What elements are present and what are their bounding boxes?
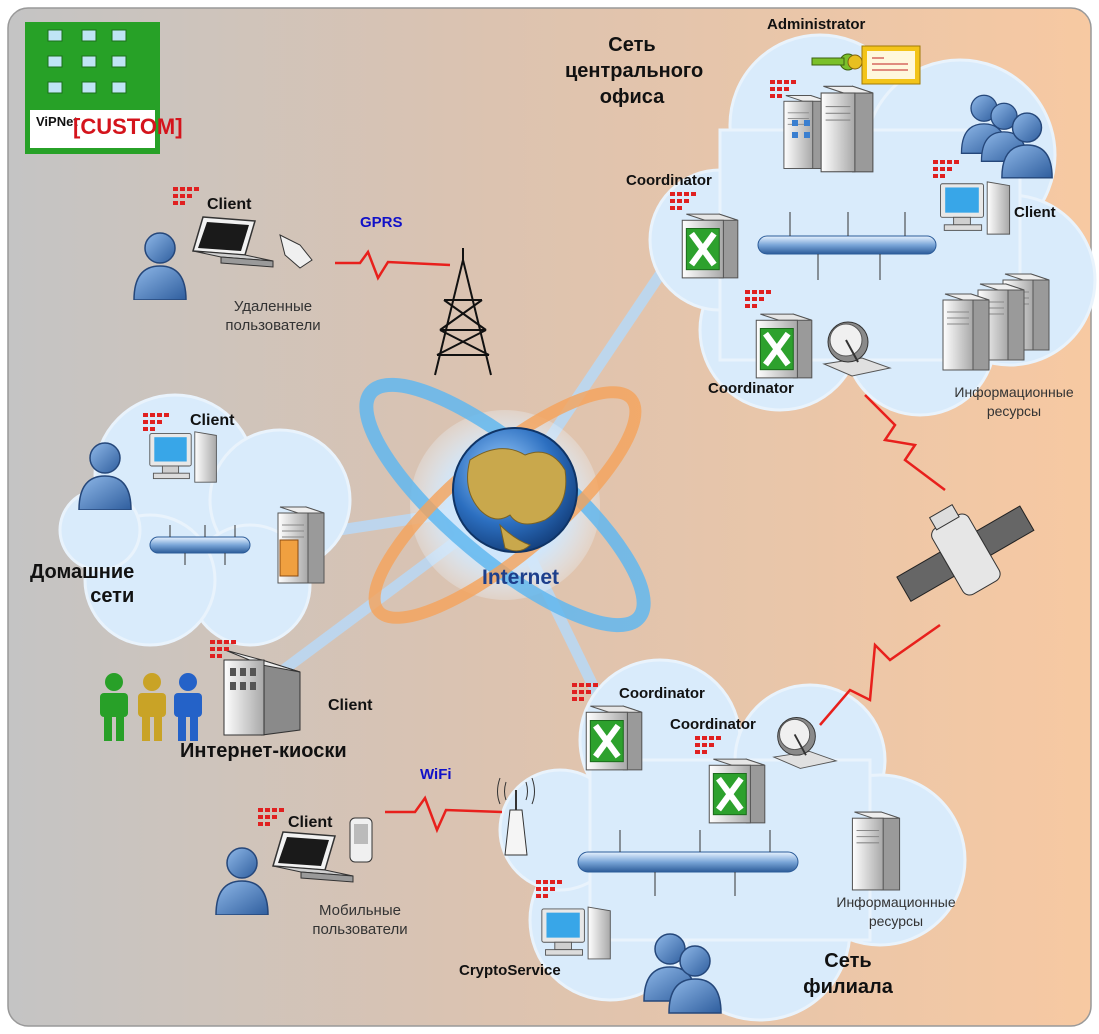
- firewall-icon: [279, 539, 299, 577]
- gprs-label: GPRS: [360, 214, 403, 231]
- home-pc-icon: [149, 431, 217, 483]
- logo-brand-text: ViPNet: [36, 114, 78, 129]
- central-client-pc-icon: [940, 181, 1011, 235]
- home-client-label: Client: [190, 412, 235, 429]
- coordinator-icon: [682, 214, 738, 278]
- central-bus-taps: [789, 212, 906, 280]
- coordinator-icon: [709, 759, 765, 823]
- coordinator-icon: [586, 706, 642, 770]
- central-client-label: Client: [1014, 204, 1056, 221]
- satellite-icon: [896, 504, 1035, 602]
- central-coordinator-bottom-label: Coordinator: [708, 380, 794, 397]
- branch-coordinator-1-label: Coordinator: [619, 685, 705, 702]
- server-panel: [792, 120, 810, 138]
- central-bus-icon: [757, 235, 937, 255]
- wifi-label: WiFi: [420, 766, 452, 783]
- internet-label: Internet: [482, 566, 560, 589]
- branch-bus-icon: [577, 851, 799, 873]
- remote-client-label: Client: [207, 196, 252, 213]
- kiosk-client-label: Client: [328, 697, 373, 714]
- gprs-tower-icon: [434, 248, 492, 376]
- branch-bus-taps: [619, 830, 771, 896]
- home-bus-icon: [149, 536, 251, 554]
- logo-product-text: [CUSTOM]: [73, 114, 183, 139]
- admin-server-icon: [820, 85, 874, 173]
- administrator-label: Administrator: [767, 16, 866, 33]
- cryptoservice-label: CryptoService: [459, 962, 561, 979]
- branch-resources-server-icon: [851, 811, 901, 891]
- kiosks-title: Интернет-киоски: [180, 740, 347, 762]
- kiosk-terminal-icon: [223, 649, 301, 736]
- branch-coordinator-2-label: Coordinator: [670, 716, 756, 733]
- certificate-icon: [861, 45, 921, 85]
- central-coordinator-top-label: Coordinator: [626, 172, 712, 189]
- vipnet-custom-logo: [25, 22, 160, 154]
- branch-cloud: [498, 658, 967, 1022]
- cryptoservice-pc-icon: [541, 906, 611, 960]
- kiosk-people-icon: [100, 673, 202, 741]
- phone-icon: [279, 234, 313, 269]
- coordinator-icon: [756, 314, 812, 378]
- mobile-client-label: Client: [288, 814, 333, 831]
- wifi-access-point-icon: [497, 777, 535, 856]
- wireless-links: [335, 249, 946, 834]
- internet-globe: [359, 377, 651, 633]
- pda-screen: [354, 824, 368, 844]
- home-bus-taps: [169, 525, 236, 565]
